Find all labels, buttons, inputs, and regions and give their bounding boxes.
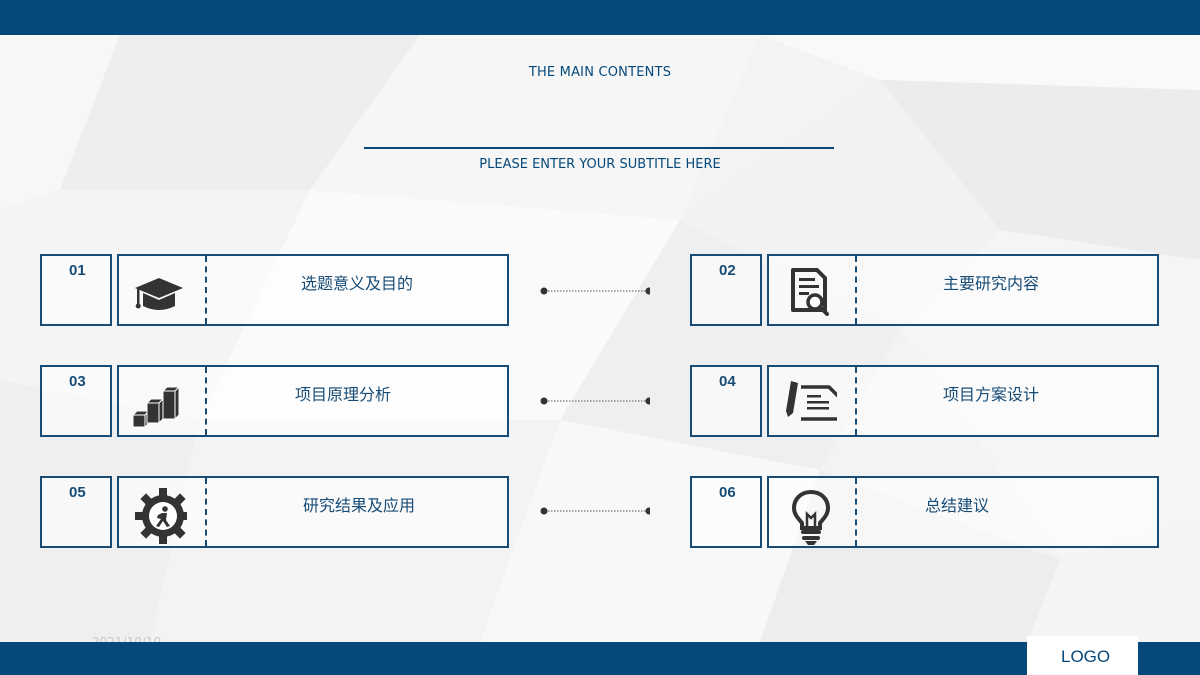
dotted-connector-3 — [540, 507, 650, 515]
item-number: 04 — [719, 373, 736, 390]
item-label: 项目方案设计 — [942, 385, 1039, 404]
lightbulb-icon — [781, 488, 837, 545]
item-number: 01 — [69, 262, 86, 279]
item-number: 06 — [719, 484, 736, 501]
item-number-box-06: 06 — [690, 476, 762, 548]
toc-item-02[interactable]: 主要研究内容 — [767, 254, 1159, 326]
item-label: 总结建议 — [924, 496, 989, 515]
toc-item-05[interactable]: 研究结果及应用 — [117, 476, 509, 548]
toc-item-04[interactable]: 项目方案设计 — [767, 365, 1159, 437]
title-underline — [364, 147, 834, 149]
subtitle: PLEASE ENTER YOUR SUBTITLE HERE — [479, 157, 721, 172]
dashed-divider — [205, 367, 207, 435]
slide-date: 2021/10/10 — [92, 635, 162, 642]
main-title: THE MAIN CONTENTS — [528, 65, 672, 80]
toc-item-01[interactable]: 选题意义及目的 — [117, 254, 509, 326]
item-number: 02 — [719, 262, 736, 279]
dashed-divider — [855, 367, 857, 435]
item-number: 03 — [69, 373, 86, 390]
dotted-connector-2 — [540, 397, 650, 405]
dashed-divider — [855, 256, 857, 324]
bar-blocks-icon — [131, 377, 187, 429]
toc-item-03[interactable]: 项目原理分析 — [117, 365, 509, 437]
document-search-icon — [781, 266, 837, 316]
item-label: 研究结果及应用 — [302, 496, 415, 515]
gear-runner-icon — [131, 488, 191, 544]
top-banner — [0, 0, 1200, 35]
item-label: 项目原理分析 — [294, 385, 391, 404]
item-number-box-03: 03 — [40, 365, 112, 437]
bottom-banner — [0, 642, 1200, 675]
item-label: 选题意义及目的 — [300, 274, 413, 293]
logo-box — [1027, 636, 1138, 675]
item-number-box-04: 04 — [690, 365, 762, 437]
dashed-divider — [205, 256, 207, 324]
item-number: 05 — [69, 484, 86, 501]
item-number-box-05: 05 — [40, 476, 112, 548]
dashed-divider — [205, 478, 207, 546]
item-label: 主要研究内容 — [942, 274, 1039, 293]
graduation-cap-icon — [131, 266, 187, 316]
logo-text: LOGO — [1061, 647, 1111, 666]
item-number-box-01: 01 — [40, 254, 112, 326]
dotted-connector-1 — [540, 287, 650, 295]
toc-item-06[interactable]: 总结建议 — [767, 476, 1159, 548]
pen-document-icon — [781, 377, 841, 427]
dashed-divider — [855, 478, 857, 546]
item-number-box-02: 02 — [690, 254, 762, 326]
